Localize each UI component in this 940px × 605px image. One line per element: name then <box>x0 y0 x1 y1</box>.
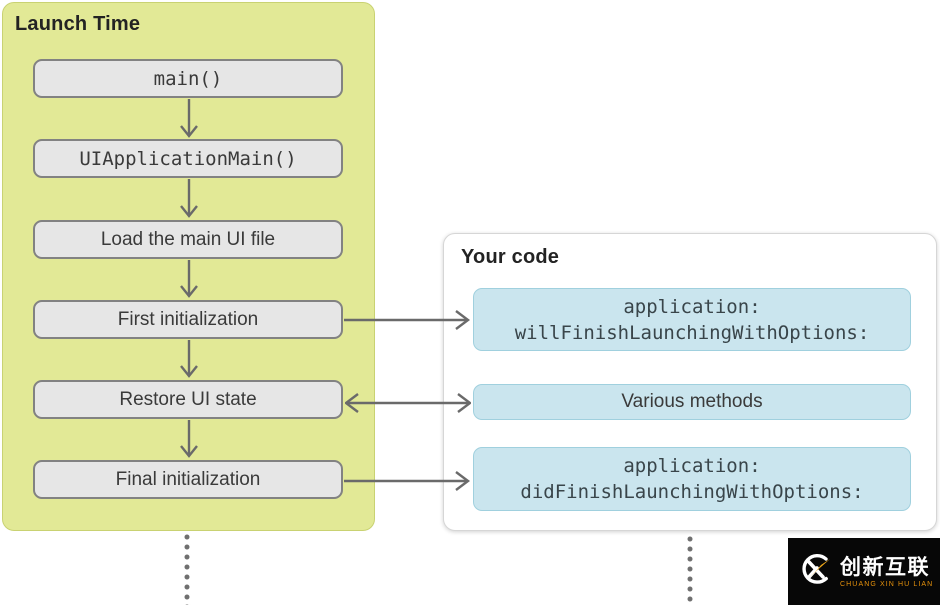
down-arrow-icon <box>176 179 202 219</box>
watermark-badge: 创新互联 CHUANG XIN HU LIAN <box>788 538 940 605</box>
watermark-brand: 创新互联 <box>840 554 930 579</box>
step-load-main-ui-file: Load the main UI file <box>33 220 343 259</box>
codebox-willfinishlaunching: application: willFinishLaunchingWithOpti… <box>473 288 911 351</box>
codebox-didfinishlaunching: application: didFinishLaunchingWithOptio… <box>473 447 911 511</box>
double-arrow-icon <box>345 391 471 415</box>
down-arrow-icon <box>176 420 202 459</box>
codebox-various-methods: Various methods <box>473 384 911 420</box>
down-arrow-icon <box>176 99 202 139</box>
codebox-line: application: <box>623 455 761 477</box>
launch-time-panel: Launch Time main() UIApplicationMain() L… <box>2 2 375 531</box>
codebox-line: Various methods <box>621 391 763 412</box>
down-arrow-icon <box>176 260 202 299</box>
your-code-panel: Your code application: willFinishLaunchi… <box>443 233 937 531</box>
step-main: main() <box>33 59 343 98</box>
down-arrow-icon <box>176 340 202 379</box>
step-first-initialization: First initialization <box>33 300 343 339</box>
code-panel-title: Your code <box>461 246 560 268</box>
codebox-line: willFinishLaunchingWithOptions: <box>514 321 870 344</box>
brand-logo-icon <box>799 552 833 591</box>
watermark-tagline: CHUANG XIN HU LIAN <box>840 580 934 588</box>
codebox-line: application: <box>623 295 761 318</box>
launch-panel-title: Launch Time <box>15 13 141 35</box>
watermark-text: 创新互联 CHUANG XIN HU LIAN <box>840 554 934 588</box>
step-uiapplicationmain: UIApplicationMain() <box>33 139 343 178</box>
dotted-continuation-right <box>685 534 695 605</box>
codebox-line: didFinishLaunchingWithOptions: <box>520 481 864 503</box>
right-arrow-icon <box>344 469 470 493</box>
dotted-continuation-left <box>182 532 192 605</box>
step-restore-ui-state: Restore UI state <box>33 380 343 419</box>
step-final-initialization: Final initialization <box>33 460 343 499</box>
right-arrow-icon <box>344 308 470 332</box>
